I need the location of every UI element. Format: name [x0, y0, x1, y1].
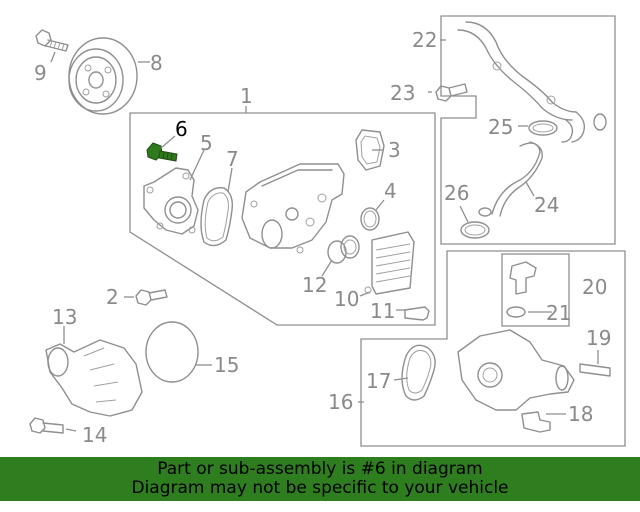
callout-19: 19 [586, 326, 611, 350]
leader-lines [50, 39, 599, 432]
thermostat-outlet-part-16 [457, 329, 575, 411]
group-box-16 [360, 250, 626, 447]
clip-part-19 [579, 363, 611, 377]
callout-14: 14 [82, 423, 107, 447]
callout-13: 13 [52, 305, 77, 329]
o-rings-part-12 [327, 235, 360, 264]
callout-15: 15 [214, 353, 239, 377]
clamp-part-26 [460, 221, 490, 239]
o-ring-part-4 [360, 207, 380, 231]
bolt-part-2 [135, 289, 168, 306]
callout-25: 25 [488, 115, 513, 139]
water-pump-housing-part-1 [241, 163, 345, 254]
gasket-part-17 [401, 344, 436, 401]
seal-part-3 [355, 129, 385, 171]
callout-18: 18 [568, 402, 593, 426]
bolt-part-23 [435, 83, 468, 102]
hose-part-24 [478, 141, 543, 217]
exploded-parts-diagram: 1 2 3 4 5 6 7 8 9 10 11 12 13 14 15 16 1… [29, 15, 626, 447]
callout-4: 4 [384, 179, 397, 203]
callout-8: 8 [150, 51, 163, 75]
o-ring-part-21 [506, 306, 526, 318]
callout-17: 17 [366, 369, 391, 393]
callout-22: 22 [412, 28, 437, 52]
callout-7: 7 [226, 147, 239, 171]
group-box-20 [501, 253, 570, 327]
clamp-part-25 [528, 120, 558, 136]
callout-12: 12 [302, 273, 327, 297]
sensor-part-20 [509, 261, 537, 295]
banner-line-2: Diagram may not be specific to your vehi… [131, 478, 509, 498]
callout-10: 10 [334, 287, 359, 311]
oil-cooler-part-10 [364, 231, 415, 295]
notice-banner: Part or sub-assembly is #6 in diagram Di… [0, 457, 640, 501]
callout-20: 20 [582, 275, 607, 299]
o-ring-part-15 [145, 321, 199, 383]
callout-1: 1 [240, 84, 253, 108]
callout-numbers: 1 2 3 4 5 6 7 8 9 10 11 12 13 14 15 16 1… [34, 28, 611, 447]
callout-2: 2 [106, 285, 119, 309]
callout-21: 21 [546, 301, 571, 325]
group-box-1 [129, 112, 436, 326]
thermostat-housing-part-13 [45, 339, 143, 417]
callout-9: 9 [34, 61, 47, 85]
pulley-part-8 [68, 37, 138, 115]
bolt-part-9 [35, 29, 69, 52]
group-box-22 [440, 15, 616, 245]
callout-26: 26 [444, 181, 469, 205]
gasket-part-7 [200, 187, 234, 247]
callout-16: 16 [328, 390, 353, 414]
bolt-part-11 [404, 306, 430, 321]
water-pump-part-5 [143, 167, 199, 235]
callout-23: 23 [390, 81, 415, 105]
bolt-part-6-highlighted [146, 142, 178, 162]
banner-line-1: Part or sub-assembly is #6 in diagram [157, 459, 483, 479]
sensor-part-18 [521, 411, 551, 433]
callout-5: 5 [200, 131, 213, 155]
callout-3: 3 [388, 138, 401, 162]
bolt-part-14 [29, 417, 64, 434]
coolant-pipe-part-22 [457, 21, 607, 143]
callout-6-highlighted: 6 [175, 117, 188, 141]
callout-11: 11 [370, 299, 395, 323]
callout-24: 24 [534, 193, 559, 217]
